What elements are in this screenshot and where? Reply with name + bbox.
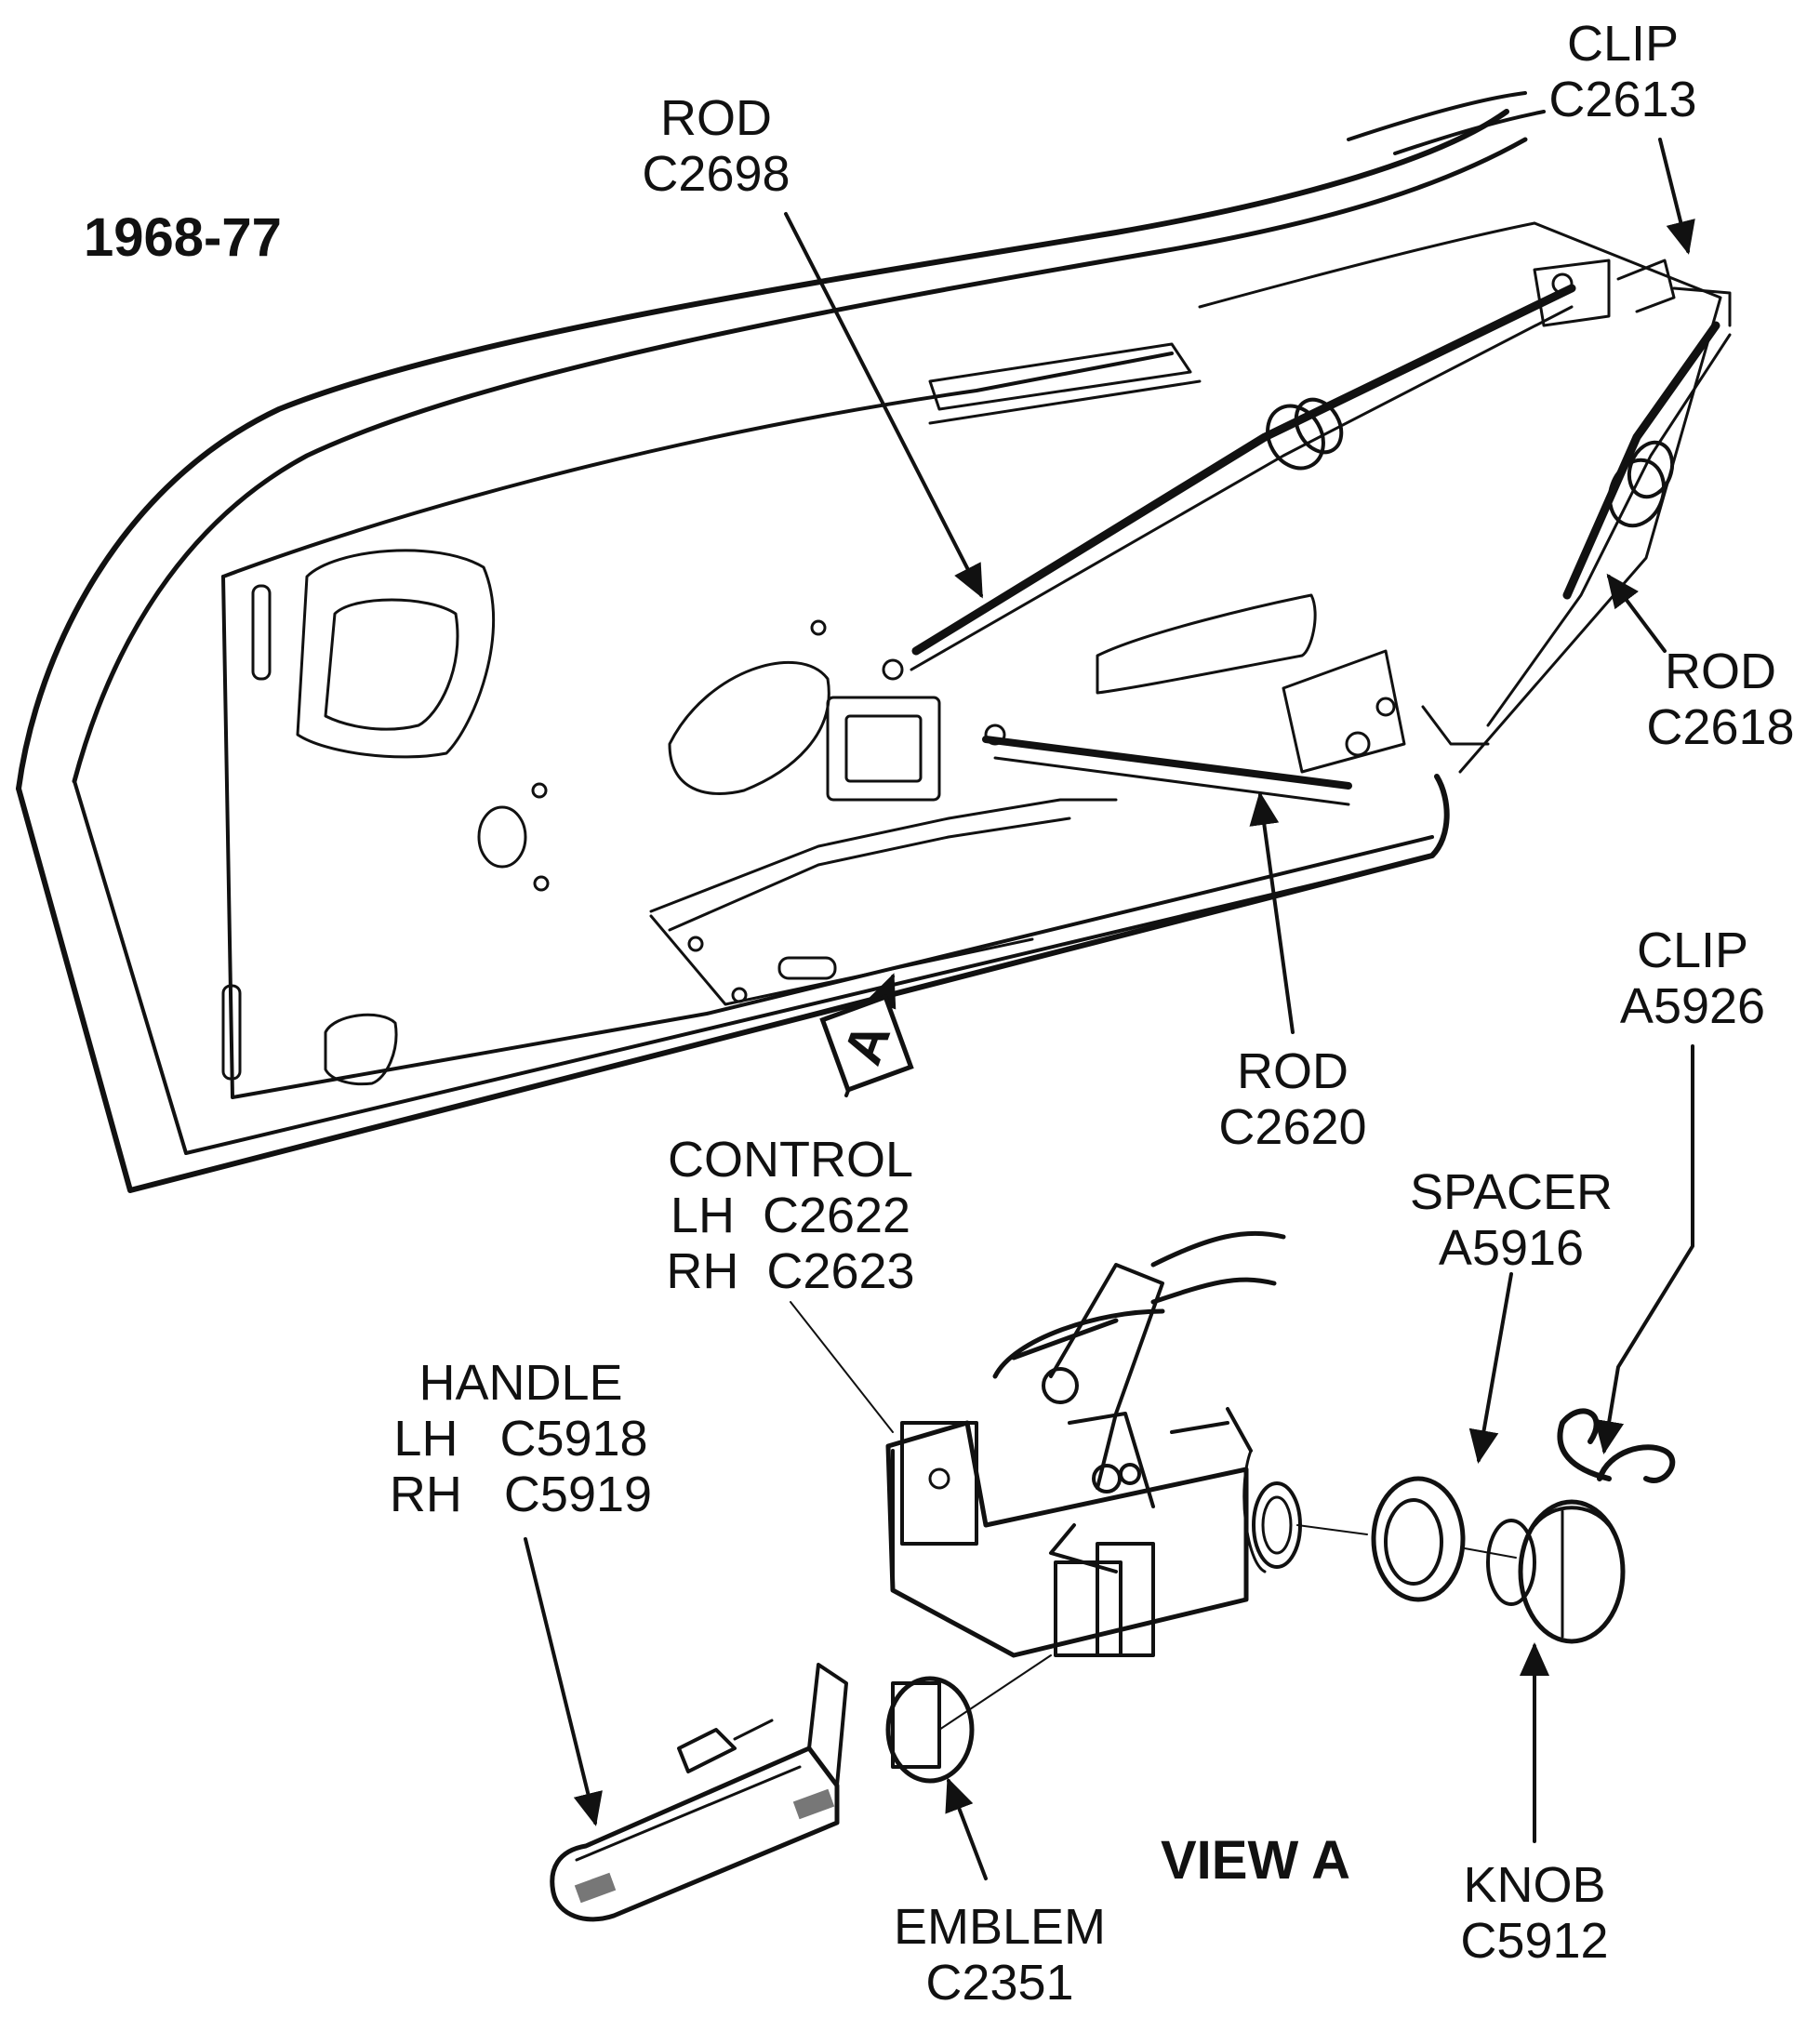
emblem-part [885, 1654, 1052, 1784]
handle-part [550, 1663, 848, 1922]
callout-lh: LH C5918 [393, 1411, 647, 1467]
callout-part: C2613 [1548, 72, 1696, 127]
callout-name: ROD [1237, 1043, 1348, 1099]
callout-part: C2620 [1218, 1099, 1366, 1155]
view-a-marker: A [819, 973, 914, 1097]
door-panel [16, 91, 1722, 1193]
callout-part: C2351 [925, 1955, 1073, 2011]
callout-rh: RH C2623 [666, 1243, 914, 1299]
callout-part: C2698 [642, 146, 790, 202]
callout-rod-c2618: ROD C2618 [1646, 644, 1794, 755]
view-a-label: VIEW A [1161, 1830, 1350, 1891]
spacer-part [1371, 1476, 1517, 1602]
callout-part: A5926 [1620, 978, 1765, 1034]
callout-name: EMBLEM [894, 1899, 1106, 1955]
callout-rod-c2620: ROD C2620 [1218, 1043, 1366, 1155]
callout-emblem-c2351: EMBLEM C2351 [894, 1899, 1106, 2011]
leader-lines [524, 138, 1695, 1880]
callout-name: CONTROL [668, 1132, 913, 1188]
callout-handle: HANDLE LH C5918 RH C5919 [390, 1355, 652, 1522]
callout-rh: RH C5919 [390, 1467, 652, 1522]
callout-lh: LH C2622 [671, 1188, 910, 1243]
callout-name: HANDLE [418, 1355, 622, 1411]
callout-part: A5916 [1439, 1220, 1584, 1276]
callout-control: CONTROL LH C2622 RH C2623 [666, 1132, 914, 1299]
callout-knob-c5912: KNOB C5912 [1460, 1857, 1608, 1969]
control-assembly [885, 1230, 1368, 1658]
callout-rod-c2698: ROD C2698 [642, 90, 790, 202]
callout-clip-a5926: CLIP A5926 [1620, 923, 1765, 1034]
callout-part: C2618 [1646, 699, 1794, 755]
callout-spacer-a5916: SPACER A5916 [1410, 1164, 1613, 1276]
knob-part [1486, 1499, 1626, 1644]
diagram-title: 1968-77 [84, 207, 282, 268]
callout-clip-c2613: CLIP C2613 [1548, 16, 1696, 127]
callout-name: SPACER [1410, 1164, 1613, 1220]
callout-name: CLIP [1637, 923, 1748, 978]
callout-name: CLIP [1567, 16, 1679, 72]
linkage-rods [826, 259, 1732, 806]
callout-name: ROD [660, 90, 772, 146]
callout-part: C5912 [1460, 1913, 1608, 1969]
callout-name: ROD [1665, 644, 1776, 699]
clip-part [1557, 1408, 1676, 1483]
callout-name: KNOB [1463, 1857, 1605, 1913]
